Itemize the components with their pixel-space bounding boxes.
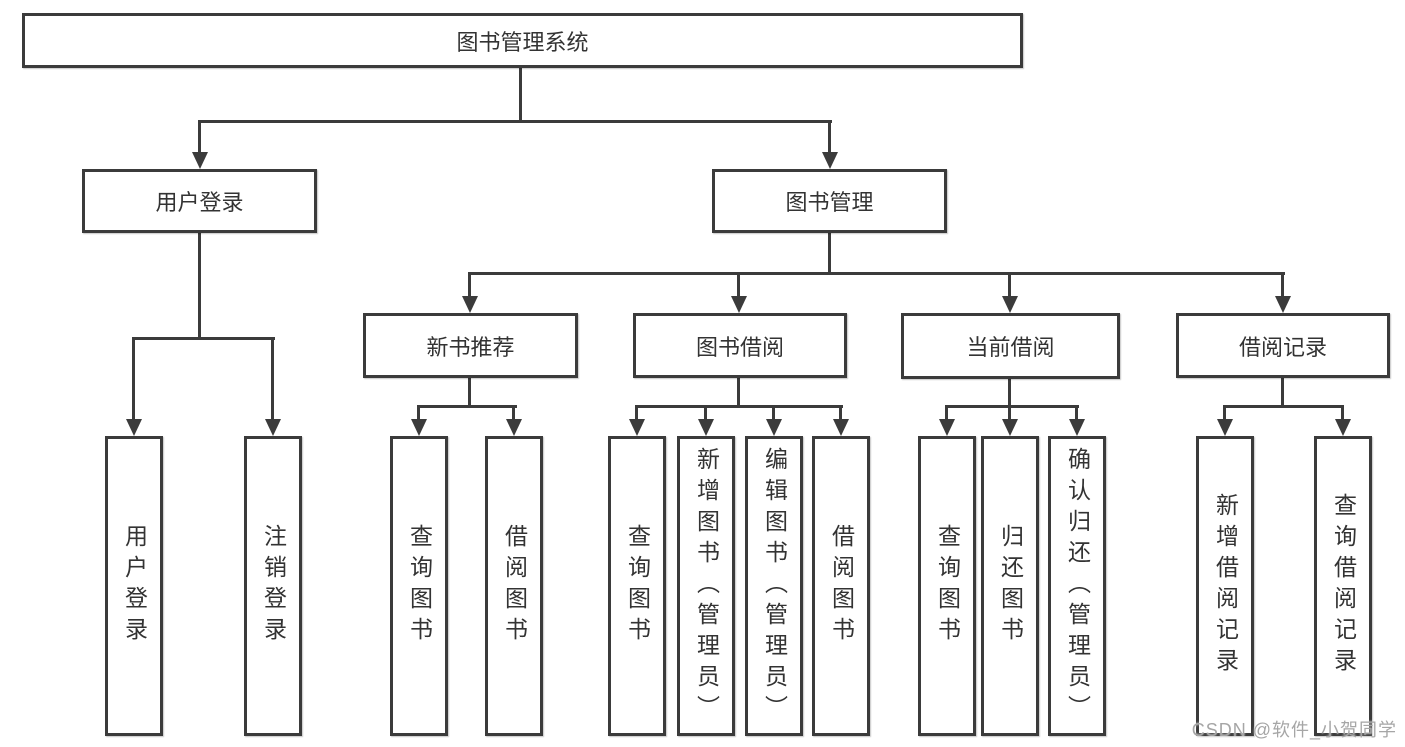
- arrowhead-down-icon: [766, 419, 782, 436]
- connector-line: [704, 405, 707, 423]
- connector-line: [737, 272, 740, 300]
- leaf-label: 新增图书（管理员）: [693, 446, 720, 726]
- arrowhead-down-icon: [192, 152, 208, 169]
- connector-line: [468, 272, 1285, 275]
- leaf-return-books: 归还图书: [981, 436, 1039, 736]
- leaf-edit-books-admin: 编辑图书（管理员）: [745, 436, 803, 736]
- leaf-label: 确认归还（管理员）: [1064, 446, 1091, 726]
- arrowhead-down-icon: [1069, 419, 1085, 436]
- connector-line: [945, 405, 1079, 408]
- connector-line: [1223, 405, 1226, 423]
- leaf-label: 查询图书: [406, 524, 433, 648]
- leaf-query-books-current: 查询图书: [918, 436, 976, 736]
- node-label: 图书借阅: [695, 334, 784, 360]
- arrowhead-down-icon: [1002, 296, 1018, 313]
- connector-line: [839, 405, 842, 423]
- arrowhead-down-icon: [126, 419, 142, 436]
- arrowhead-down-icon: [939, 419, 955, 436]
- node-book-borrow: 图书借阅: [633, 313, 847, 378]
- arrowhead-down-icon: [698, 419, 714, 436]
- connector-line: [1281, 378, 1284, 408]
- connector-line: [772, 405, 775, 423]
- arrowhead-down-icon: [1335, 419, 1351, 436]
- csdn-watermark: CSDN @软件_小贺同学: [1191, 720, 1397, 740]
- node-library-management-system: 图书管理系统: [22, 13, 1023, 68]
- connector-line: [132, 337, 275, 340]
- leaf-label: 借阅图书: [501, 524, 528, 648]
- leaf-logout: 注销登录: [244, 436, 302, 736]
- arrowhead-down-icon: [1217, 419, 1233, 436]
- connector-line: [198, 120, 832, 123]
- leaf-add-borrow-record: 新增借阅记录: [1196, 436, 1254, 736]
- connector-line: [198, 120, 201, 156]
- connector-line: [417, 405, 420, 423]
- leaf-label: 用户登录: [121, 524, 148, 648]
- node-user-login: 用户登录: [82, 169, 317, 233]
- node-current-borrow: 当前借阅: [901, 313, 1120, 379]
- connector-line: [828, 120, 831, 156]
- leaf-label: 新增借阅记录: [1212, 493, 1239, 679]
- arrowhead-down-icon: [1275, 296, 1291, 313]
- connector-line: [635, 405, 843, 408]
- connector-line: [635, 405, 638, 423]
- leaf-label: 注销登录: [260, 524, 287, 648]
- leaf-label: 借阅图书: [828, 524, 855, 648]
- arrowhead-down-icon: [833, 419, 849, 436]
- connector-line: [198, 233, 201, 340]
- connector-line: [1008, 405, 1011, 423]
- node-new-book-recommend: 新书推荐: [363, 313, 578, 378]
- connector-line: [1075, 405, 1078, 423]
- connector-line: [519, 68, 522, 120]
- leaf-query-books-borrow: 查询图书: [608, 436, 666, 736]
- leaf-query-books-newbooks: 查询图书: [390, 436, 448, 736]
- node-label: 借阅记录: [1238, 334, 1327, 360]
- leaf-borrow-books-newbooks: 借阅图书: [485, 436, 543, 736]
- leaf-user-login: 用户登录: [105, 436, 163, 736]
- connector-line: [1008, 378, 1011, 408]
- node-label: 图书管理系统: [456, 29, 589, 55]
- arrowhead-down-icon: [462, 296, 478, 313]
- arrowhead-down-icon: [411, 419, 427, 436]
- leaf-label: 查询借阅记录: [1330, 493, 1357, 679]
- leaf-query-borrow-record: 查询借阅记录: [1314, 436, 1372, 736]
- connector-line: [468, 378, 471, 408]
- connector-line: [417, 405, 517, 408]
- arrowhead-down-icon: [1002, 419, 1018, 436]
- arrowhead-down-icon: [731, 296, 747, 313]
- leaf-label: 归还图书: [997, 524, 1024, 648]
- connector-line: [132, 337, 135, 423]
- connector-line: [828, 233, 831, 275]
- arrowhead-down-icon: [822, 152, 838, 169]
- leaf-borrow-books: 借阅图书: [812, 436, 870, 736]
- leaf-label: 编辑图书（管理员）: [761, 446, 788, 726]
- node-label: 新书推荐: [426, 334, 515, 360]
- leaf-label: 查询图书: [934, 524, 961, 648]
- connector-line: [512, 405, 515, 423]
- node-borrow-records: 借阅记录: [1176, 313, 1390, 378]
- connector-line: [945, 405, 948, 423]
- arrowhead-down-icon: [629, 419, 645, 436]
- connector-line: [1223, 405, 1344, 408]
- arrowhead-down-icon: [265, 419, 281, 436]
- connector-line: [1008, 272, 1011, 300]
- connector-line: [271, 337, 274, 423]
- node-label: 当前借阅: [966, 335, 1055, 360]
- leaf-add-books-admin: 新增图书（管理员）: [677, 436, 735, 736]
- connector-line: [1341, 405, 1344, 423]
- leaf-label: 查询图书: [624, 524, 651, 648]
- connector-line: [468, 272, 471, 300]
- node-label: 图书管理: [785, 190, 874, 215]
- leaf-confirm-return-admin: 确认归还（管理员）: [1048, 436, 1106, 736]
- arrowhead-down-icon: [506, 419, 522, 436]
- node-label: 用户登录: [155, 190, 244, 215]
- node-book-management: 图书管理: [712, 169, 947, 233]
- connector-line: [737, 378, 740, 408]
- connector-line: [1281, 272, 1284, 300]
